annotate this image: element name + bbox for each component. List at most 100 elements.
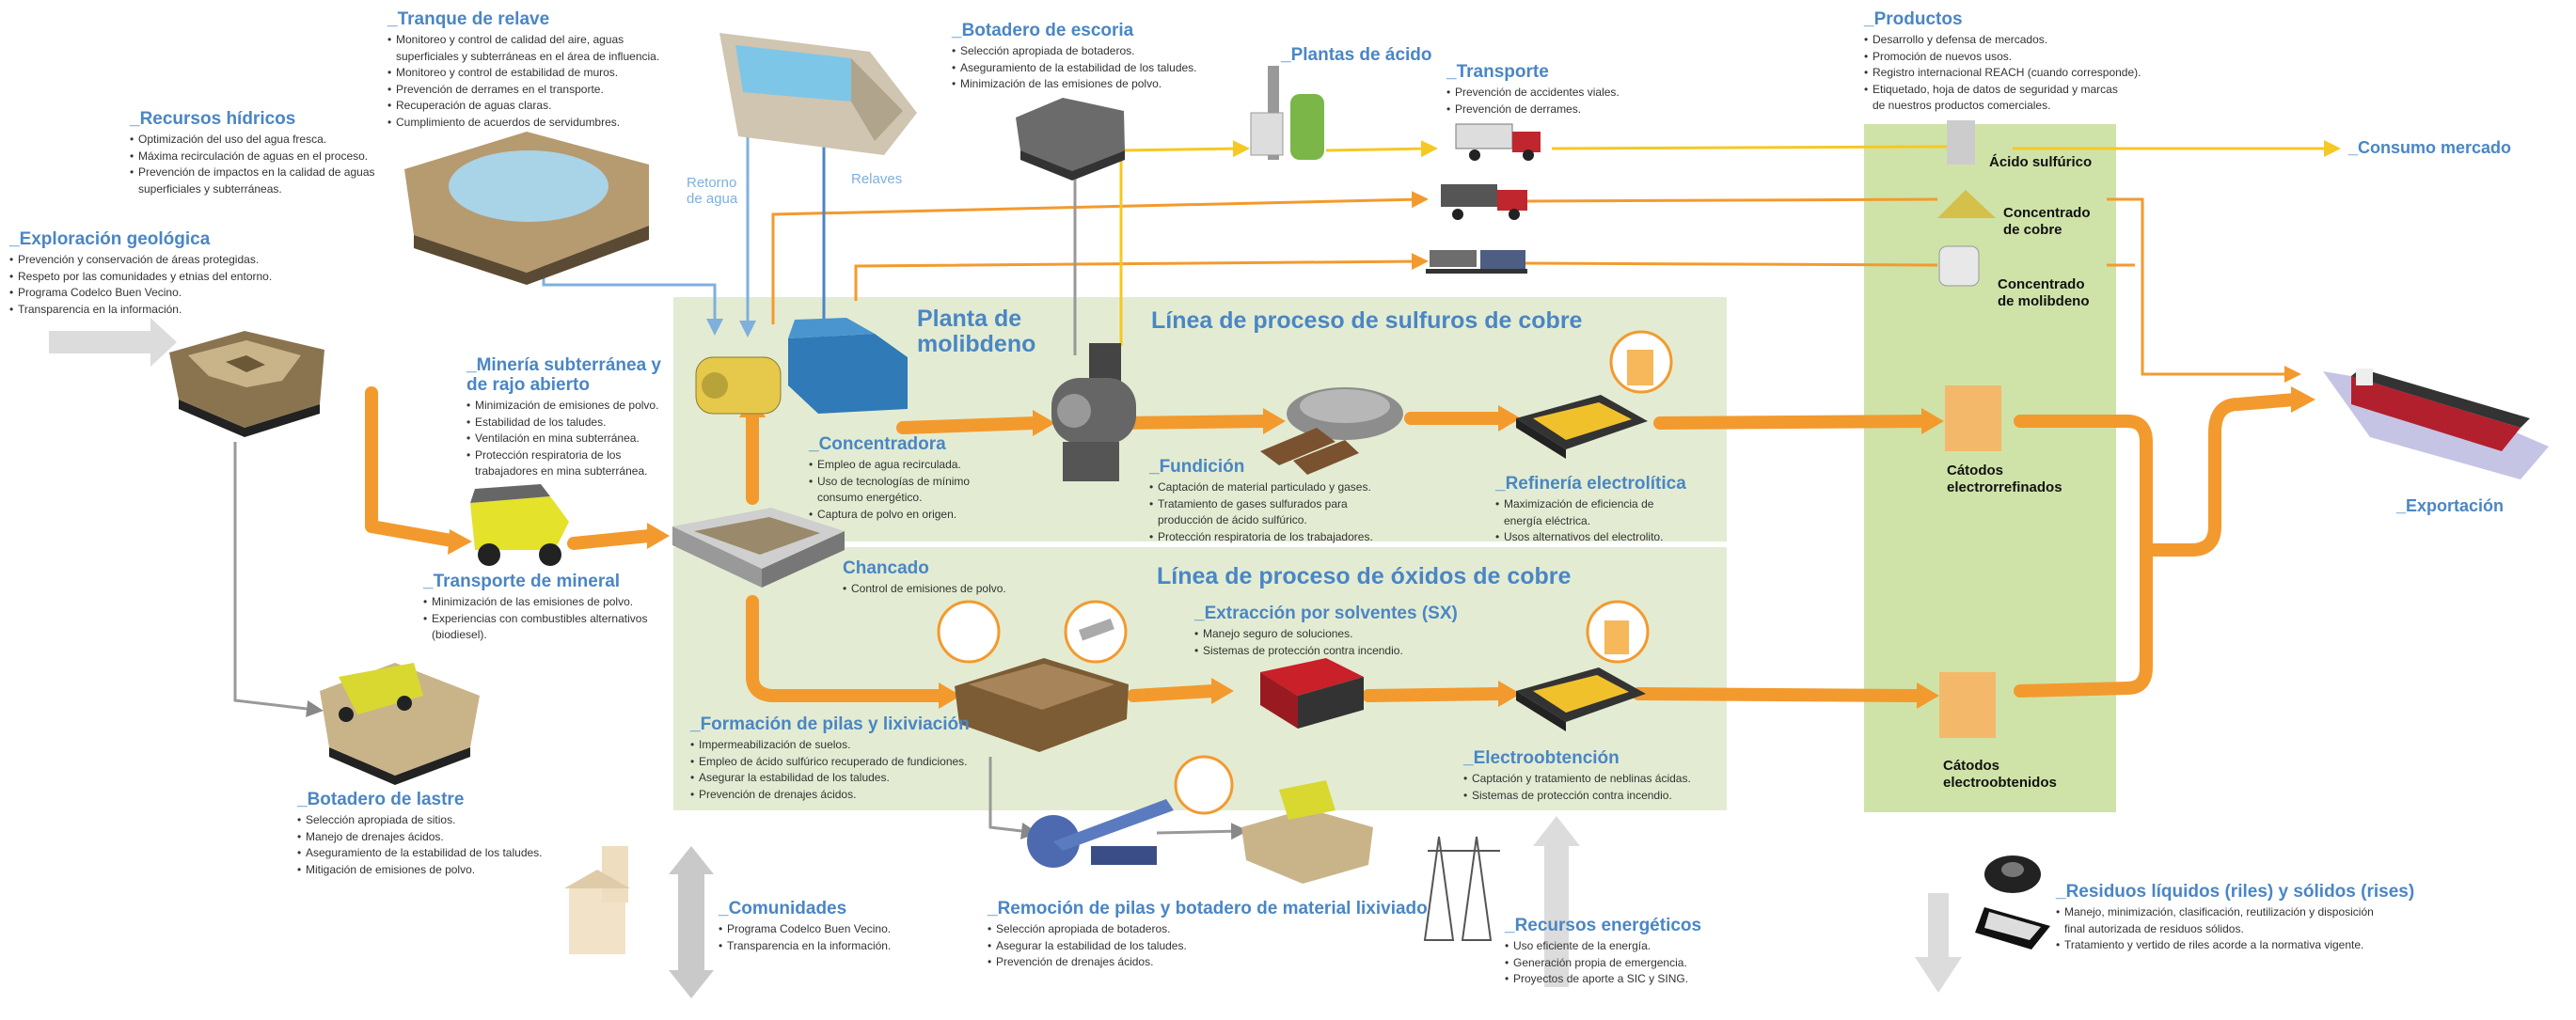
bullet: Aseguramiento de la estabilidad de los t… <box>297 845 543 862</box>
bullet: Monitoreo y control de estabilidad de mu… <box>387 65 659 82</box>
bullet: Captación y tratamiento de neblinas ácid… <box>1463 771 1691 788</box>
section-refineria: _Refinería electrolítica Maximización de… <box>1495 474 1686 546</box>
bullet: Prevención de drenajes ácidos. <box>988 954 1428 971</box>
oxidos-line-title: Línea de proceso de óxidos de cobre <box>1157 563 1572 589</box>
bullet: Empleo de agua recirculada. <box>809 457 970 474</box>
reclaimer-icon <box>1027 755 1234 868</box>
smelter-icon <box>1051 343 1136 481</box>
bullet: Sistemas de protección contra incendio. <box>1463 788 1691 805</box>
consumo-mercado-label: _Consumo mercado <box>2348 138 2512 157</box>
bullet: Registro internacional REACH (cuando cor… <box>1864 65 2141 82</box>
bullet: Mitigación de emisiones de polvo. <box>297 862 543 879</box>
flow-leach-to-removal <box>988 757 1038 840</box>
bullet: Estabilidad de los taludes. <box>466 415 661 432</box>
flow-refinery-to-cathodes <box>1653 415 1930 430</box>
section-remocion: _Remoción de pilas y botadero de materia… <box>988 899 1428 971</box>
section-escoria: _Botadero de escoria Selección apropiada… <box>952 21 1197 93</box>
truck-icon <box>1441 123 1541 220</box>
flow-truck-to-acid <box>1551 145 1948 150</box>
section-pilas: _Formación de pilas y lixiviación Imperm… <box>690 714 970 803</box>
flow-truck-to-crusher <box>567 529 656 550</box>
product-icons <box>1937 120 1996 287</box>
product-catodos-eo: Cátodos electroobtenidos <box>1943 758 2057 791</box>
product-catodos-er: Cátodos electrorrefinados <box>1947 463 2062 495</box>
concentrator-icon <box>695 318 908 415</box>
section-comunidades: _Comunidades Programa Codelco Buen Vecin… <box>719 899 891 954</box>
bullet: Tratamiento y vertido de riles acorde a … <box>2056 937 2414 954</box>
section-title: _Botadero de lastre <box>297 790 465 809</box>
section-title: _Exploración geológica <box>9 229 211 249</box>
section-transporte-mineral: _Transporte de mineral Minimización de l… <box>423 572 647 644</box>
power-tower-icon <box>1423 836 1500 941</box>
communities-arrow <box>669 846 714 998</box>
section-plantas-acido: _Plantas de ácido <box>1281 45 1432 65</box>
section-title: _Transporte <box>1446 62 1549 82</box>
section-exploracion: _Exploración geológica Prevención y cons… <box>9 229 272 318</box>
flow-leach-to-sx <box>1127 684 1220 702</box>
flow-acid-to-truck <box>1325 140 1438 158</box>
bullet: Captación de material particulado y gase… <box>1149 479 1373 496</box>
bullet: Manejo de drenajes ácidos. <box>297 829 543 846</box>
section-lastre: _Botadero de lastre Selección apropiada … <box>297 790 543 878</box>
tires-icon <box>1975 855 2050 949</box>
section-recursos-hidricos: _Recursos hídricos Optimización del uso … <box>130 109 375 197</box>
bullet: Proyectos de aporte a SIC y SING. <box>1505 971 1701 988</box>
waste-down-arrow <box>1915 893 1962 993</box>
bullet: Asegurar la estabilidad de los taludes. <box>690 770 970 787</box>
section-title: _Remoción de pilas y botadero de materia… <box>988 899 1428 918</box>
bullet: Asegurar la estabilidad de los taludes. <box>988 938 1428 955</box>
flow-train-to-moly <box>1523 261 1938 267</box>
section-mineria: _Minería subterránea y de rajo abierto M… <box>466 355 661 480</box>
bullet: Minimización de emisiones de polvo. <box>466 398 661 415</box>
bullet: Selección apropiada de botaderos. <box>988 921 1428 938</box>
leach-pile-icon <box>937 600 1129 752</box>
bullet: Prevención de derrames en el transporte. <box>387 82 659 99</box>
relaves-label: Relaves <box>851 171 903 187</box>
acid-plant-icon <box>1250 66 1324 160</box>
retorno-agua-label: Retorno de agua <box>687 175 738 207</box>
electrowinning-icon <box>1516 600 1650 731</box>
section-title: _Recursos hídricos <box>130 109 296 129</box>
bullet: Control de emisiones de polvo. <box>843 581 1006 598</box>
section-chancado: Chancado Control de emisiones de polvo. <box>843 558 1006 598</box>
flow-mine-to-truck <box>365 386 458 547</box>
product-concentrado-cobre: Concentrado de cobre <box>2003 205 2091 238</box>
bullet: Prevención de accidentes viales. <box>1446 85 1620 102</box>
section-residuos: _Residuos líquidos (riles) y sólidos (ri… <box>2056 882 2414 954</box>
product-concentrado-molibdeno: Concentrado de molibdeno <box>1998 276 2090 309</box>
bullet: Prevención de impactos en la calidad de … <box>130 165 375 197</box>
bullet: Transparencia en la información. <box>9 302 272 319</box>
bullet: Cumplimiento de acuerdos de servidumbres… <box>387 115 659 132</box>
flow-ew-to-cathodes <box>1632 687 1925 702</box>
bullet: Experiencias con combustibles alternativ… <box>423 611 647 644</box>
section-title: _Residuos líquidos (riles) y sólidos (ri… <box>2056 882 2415 902</box>
flow-concentrate-to-truck <box>771 191 1429 324</box>
section-title: _Refinería electrolítica <box>1495 474 1686 494</box>
slag-dump-icon <box>1016 98 1125 180</box>
bullet: Prevención de drenajes ácidos. <box>690 787 970 804</box>
section-title: _Fundición <box>1149 457 1245 477</box>
section-title: _Minería subterránea y de rajo abierto <box>466 355 661 395</box>
bullet: Optimización del uso del agua fresca. <box>130 132 375 149</box>
section-title: Chancado <box>843 558 929 578</box>
bullet: Protección respiratoria de los trabajado… <box>1149 529 1373 546</box>
flow-concentrator-to-smelter <box>896 416 1041 434</box>
section-title: _Botadero de escoria <box>952 21 1134 40</box>
flow-moly-to-train <box>854 253 1429 301</box>
section-electroobtencion: _Electroobtención Captación y tratamient… <box>1463 748 1691 804</box>
bullet: Captura de polvo en origen. <box>809 507 970 524</box>
bullet: Monitoreo y control de calidad del aire,… <box>387 32 659 65</box>
flow-crusher-to-leach <box>746 595 947 702</box>
section-title: _Plantas de ácido <box>1281 45 1432 65</box>
flow-cathodes-to-export <box>2014 393 2301 698</box>
train-icon <box>1426 250 1527 274</box>
bullet: Minimización de las emisiones de polvo. <box>423 594 647 611</box>
tailings-pond-icon <box>719 33 917 155</box>
section-energeticos: _Recursos energéticos Uso eficiente de l… <box>1505 916 1701 988</box>
planta-molibdeno-title: Planta de molibdeno <box>917 306 1036 357</box>
open-pit-mine-icon <box>169 331 324 437</box>
bullet: Protección respiratoria de los trabajado… <box>466 447 661 480</box>
section-concentradora: _Concentradora Empleo de agua recirculad… <box>809 434 970 523</box>
bullet: Desarrollo y defensa de mercados. <box>1864 32 2141 49</box>
